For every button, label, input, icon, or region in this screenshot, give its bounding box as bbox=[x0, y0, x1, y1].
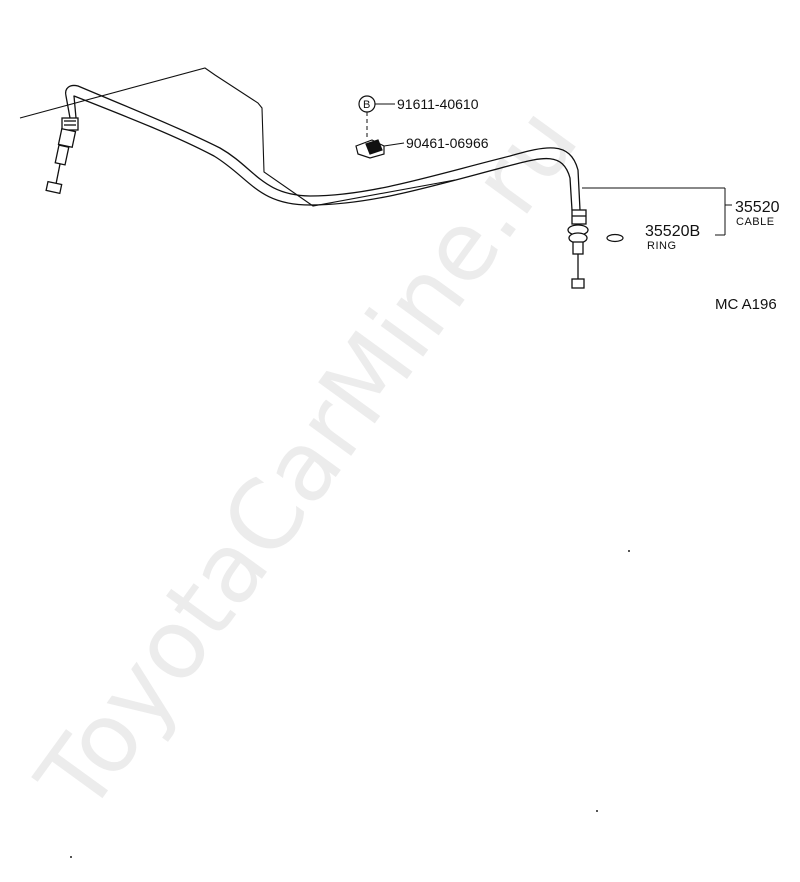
callout-bracket bbox=[582, 187, 732, 236]
bolt-code: B bbox=[363, 99, 371, 111]
body-outline bbox=[19, 67, 456, 207]
clamp-part-number: 90461-06966 bbox=[406, 135, 489, 151]
bolt-symbol: B bbox=[358, 95, 376, 113]
clamp bbox=[355, 139, 385, 159]
cable-part-name: CABLE bbox=[736, 216, 775, 228]
left-cable-end bbox=[45, 84, 79, 195]
scan-specks bbox=[70, 550, 630, 858]
ring bbox=[606, 233, 624, 243]
watermark: ToyotaCarMine.ru bbox=[15, 87, 599, 832]
cable-part-number: 35520 bbox=[735, 199, 780, 216]
ring-part-name: RING bbox=[647, 240, 677, 252]
bolt-part-number: 91611-40610 bbox=[397, 96, 479, 112]
clamp-leader bbox=[383, 142, 405, 147]
right-cable-end bbox=[567, 209, 589, 289]
diagram-code: MC A196 bbox=[715, 296, 777, 313]
ring-part-number: 35520B bbox=[645, 223, 700, 240]
cable bbox=[73, 85, 581, 211]
